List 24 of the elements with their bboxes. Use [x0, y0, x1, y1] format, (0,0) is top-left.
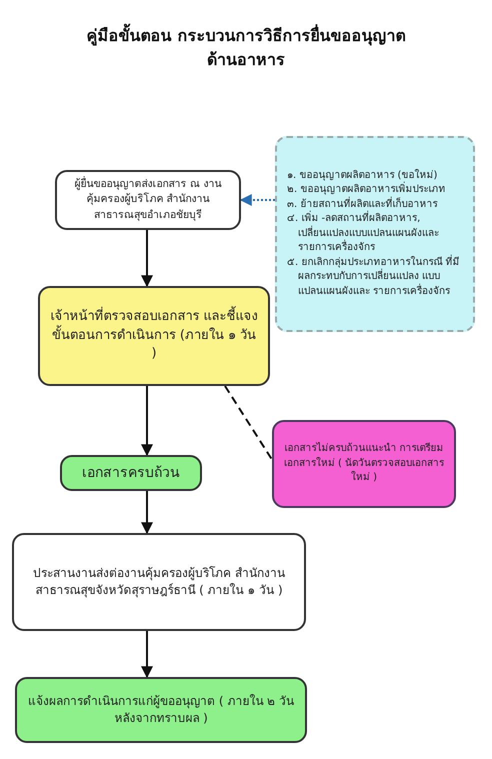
process-box [15, 677, 307, 743]
node-text: ผู้ยื่นขออนุญาตส่งเอกสาร ณ งานคุ้มครองผู้บริโภค สำนักงานสาธารณสุขอำเภอชัยบุรี [74, 177, 222, 223]
arrow [141, 631, 153, 678]
process-box [55, 170, 241, 230]
process-box [12, 533, 306, 631]
process-box [272, 420, 456, 508]
node-text: ๔. เพิ่ม -ลดสถานที่ผลิตอาหาร, เปลี่ยนแปลงแบบแปลนแผนผังและ รายการเครื่องจักร [287, 212, 463, 256]
diagram-title: คู่มือขั้นตอน กระบวนการวิธีการยื่นขออนุญาตด้านอาหาร [76, 24, 416, 72]
process-box [38, 286, 270, 386]
node-text: ๑. ขออนุญาตผลิตอาหาร (ขอใหม่) [287, 168, 438, 182]
node-text: เอกสารไม่ครบถ้วนแนะนำ การเตรียมเอกสารใหม่ ( นัดวันตรวจสอบเอกสารใหม่ ) [282, 442, 446, 486]
process-box [60, 455, 202, 491]
arrow [141, 491, 153, 534]
arrow [141, 386, 153, 456]
note-box [275, 136, 475, 332]
node-text: แจ้งผลการดำเนินการแก่ผู้ขออนุญาต ( ภายใน ๒ วันหลังจากทราบผล ) [27, 692, 295, 727]
arrow [240, 194, 275, 206]
node-text: เอกสารครบถ้วน [82, 464, 180, 483]
node-text: ๒. ขออนุญาตผลิตอาหารเพิ่มประเภท [287, 183, 446, 198]
node-text: ๓. ย้ายสถานที่ผลิตและที่เก็บอาหาร [287, 198, 438, 210]
node-text: ประสานงานส่งต่องานคุ้มครองผู้บริโภค สำนักงานสาธารณสุขจังหวัดสุราษฎร์ธานี ( ภายใน ๑ วัน ) [32, 564, 286, 600]
node-text: ๕. ยกเลิกกลุ่มประเภทอาหารในกรณี ที่มีผลกระทบกับการเปลี่ยนแปลง แบบแปลนแผนผังและ รายการเครื่องจักร [287, 256, 461, 299]
node-text: เจ้าหน้าที่ตรวจสอบเอกสาร และชี้แจงขั้นตอนการดำเนินการ (ภายใน ๑ วัน ) [48, 308, 260, 364]
arrow [141, 230, 153, 288]
